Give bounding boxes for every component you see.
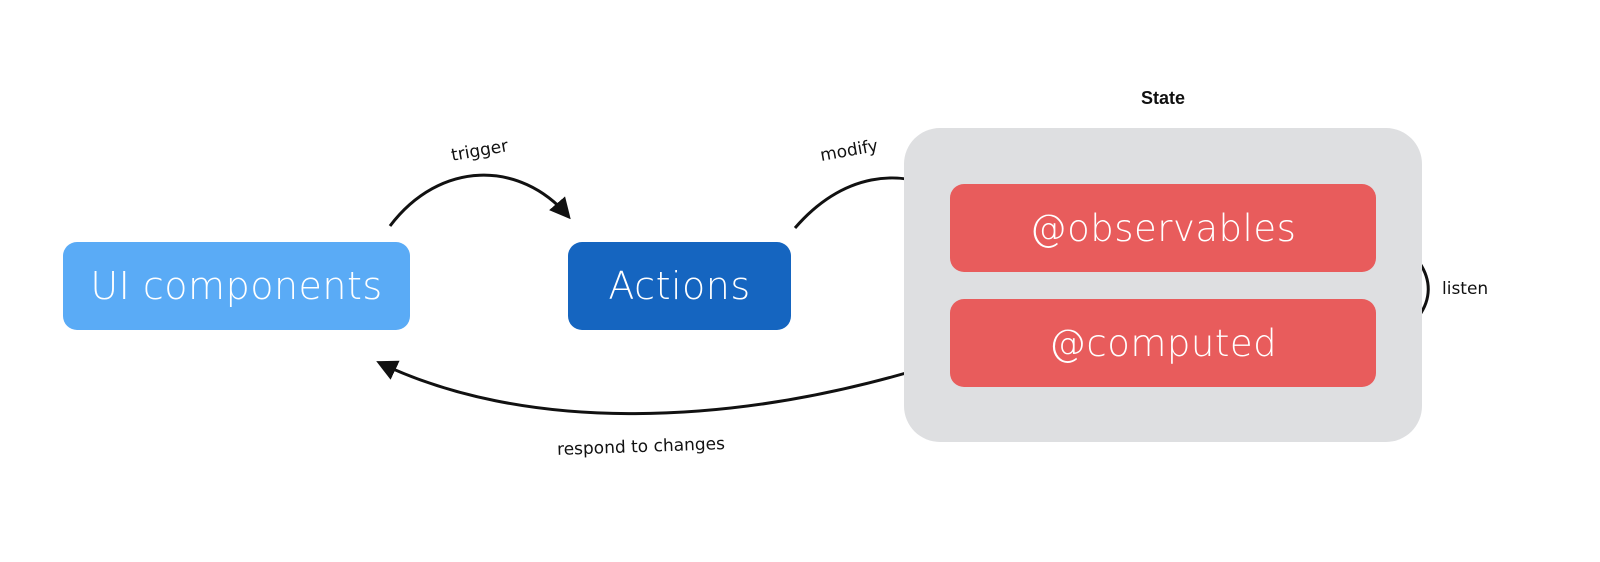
observables-label: @observables [1029,206,1297,250]
trigger-arrow [388,173,571,227]
computed-label: @computed [1048,321,1278,365]
actions-node: Actions [568,242,791,330]
state-group [904,128,1422,442]
ui-components-node: UI components [63,242,410,330]
ui-components-label: UI components [90,264,383,308]
listen-label: listen [1442,279,1489,299]
actions-label: Actions [608,264,751,308]
state-title: State [1140,88,1185,108]
respond-arrow [376,360,931,416]
observables-node: @observables [950,184,1376,272]
computed-node: @computed [950,299,1376,387]
